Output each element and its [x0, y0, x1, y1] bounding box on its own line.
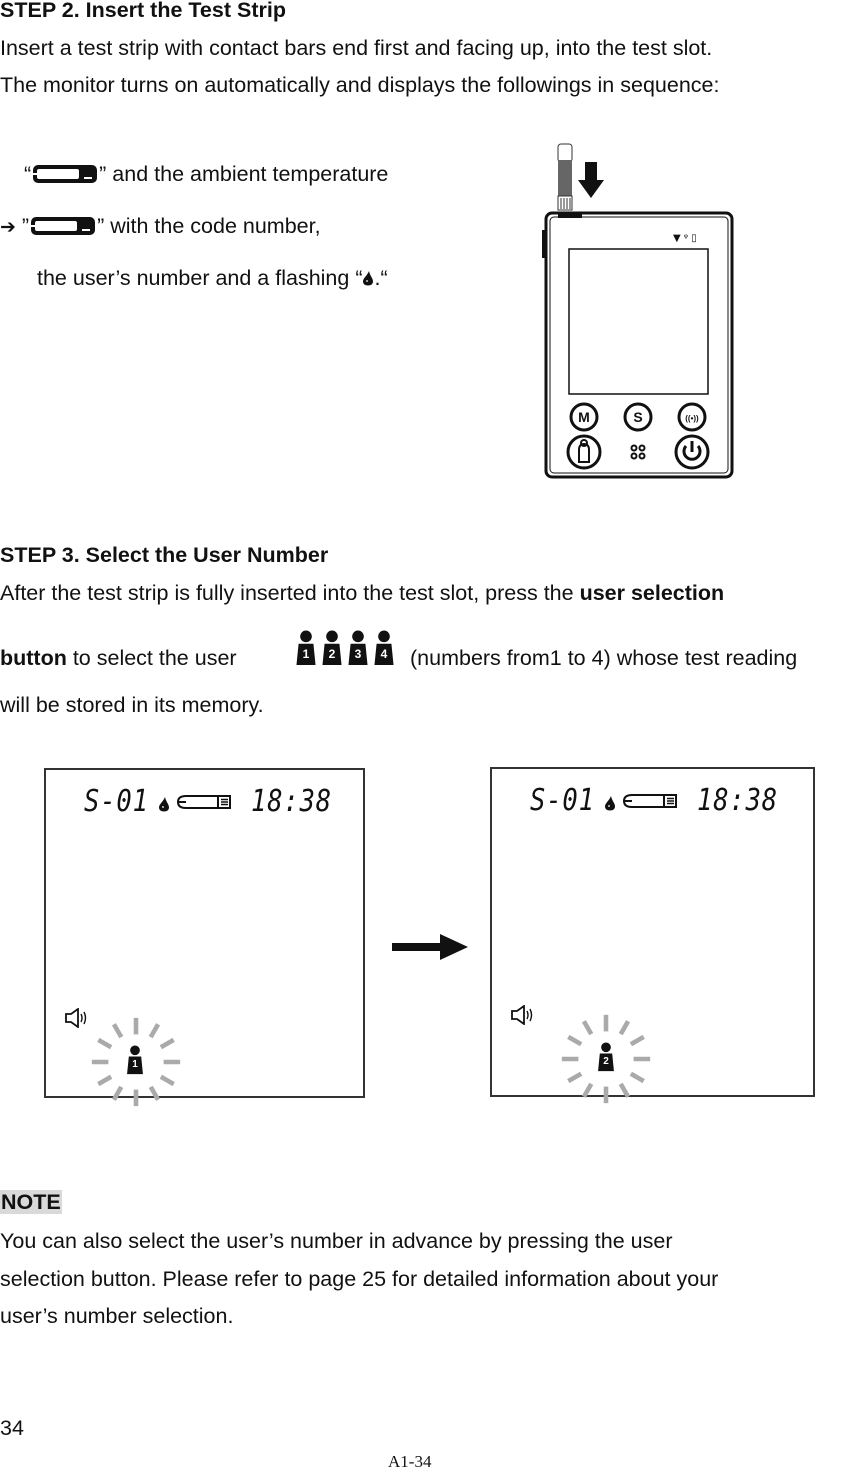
step3-line2: button to select the user [0, 646, 237, 670]
test-strip-icon [31, 164, 99, 184]
note-line2: selection button. Please refer to page 2… [0, 1267, 719, 1291]
sequence-item-1-text: ” and the ambient temperature [99, 162, 389, 186]
user-1-icon: 1 [126, 1045, 144, 1075]
lcd-strip-icon [622, 793, 678, 809]
user-selection-emphasis: user selection [579, 581, 725, 605]
user-3-icon: 3 [347, 630, 369, 666]
test-strip-icon [557, 143, 573, 211]
open-quote: “ [24, 162, 32, 186]
user-4-icon: 4 [373, 630, 395, 666]
arrow-right-icon: ➔ [0, 216, 16, 238]
step3-line2-post: (numbers from1 to 4) whose test reading [410, 646, 798, 670]
svg-text:M: M [578, 409, 590, 425]
code-number-display: S-01 [84, 784, 149, 819]
note-label: NOTE [0, 1190, 62, 1214]
user-2-icon: 2 [321, 630, 343, 666]
glucose-meter-illustration: ▼ ᵠ ▯ M S ((•)) [542, 143, 734, 479]
note-line3: user’s number selection. [0, 1304, 234, 1328]
lcd-strip-icon [176, 794, 232, 810]
sequence-item-2-text: ” with the code number, [97, 214, 321, 238]
blood-drop-icon [362, 270, 374, 286]
user-2-icon: 2 [597, 1042, 615, 1072]
speaker-icon [510, 1005, 536, 1025]
close-quote: .“ [374, 266, 388, 290]
step3-line3: will be stored in its memory. [0, 693, 264, 717]
arrow-right-icon [392, 934, 468, 960]
step3-line1-text: After the test strip is fully inserted i… [0, 581, 580, 605]
step3-title: STEP 3. Select the User Number [0, 543, 329, 567]
button-emphasis: button [0, 646, 67, 670]
lcd-screen-user-1: S-01 18:38 1 [44, 768, 365, 1098]
code-number-display: S-01 [530, 783, 595, 818]
page-code: A1-34 [388, 1452, 432, 1471]
blood-drop-icon [158, 796, 170, 812]
step3-line1: After the test strip is fully inserted i… [0, 581, 724, 605]
sequence-item-1: “ ” and the ambient temperature [24, 162, 388, 186]
step3-line2-text: to select the user [66, 646, 237, 670]
time-display: 18:38 [251, 784, 333, 819]
page-number: 34 [0, 1416, 24, 1440]
time-display: 18:38 [697, 783, 779, 818]
svg-text:S: S [633, 409, 642, 425]
step2-line2: The monitor turns on automatically and d… [0, 73, 720, 97]
user-1-icon: 1 [295, 630, 317, 666]
sequence-item-3-text: the user’s number and a flashing “ [37, 266, 363, 290]
note-line1: You can also select the user’s number in… [0, 1229, 673, 1253]
svg-text:▼ ᵠ ▯: ▼ ᵠ ▯ [673, 233, 697, 244]
user-number-icons: 1 2 3 4 [295, 630, 395, 666]
sequence-item-2: ➔ ” ” with the code number, [0, 214, 321, 239]
test-strip-icon [29, 216, 97, 236]
svg-text:((•)): ((•)) [685, 414, 699, 423]
lcd-screen-user-2: S-01 18:38 2 [490, 767, 815, 1097]
sequence-item-3: the user’s number and a flashing “ .“ [37, 266, 388, 290]
open-quote: ” [21, 214, 30, 238]
step2-line1: Insert a test strip with contact bars en… [0, 36, 713, 60]
blood-drop-icon [604, 795, 616, 811]
speaker-icon [64, 1008, 90, 1028]
insert-arrow-icon [578, 162, 604, 198]
step2-title: STEP 2. Insert the Test Strip [0, 0, 286, 22]
